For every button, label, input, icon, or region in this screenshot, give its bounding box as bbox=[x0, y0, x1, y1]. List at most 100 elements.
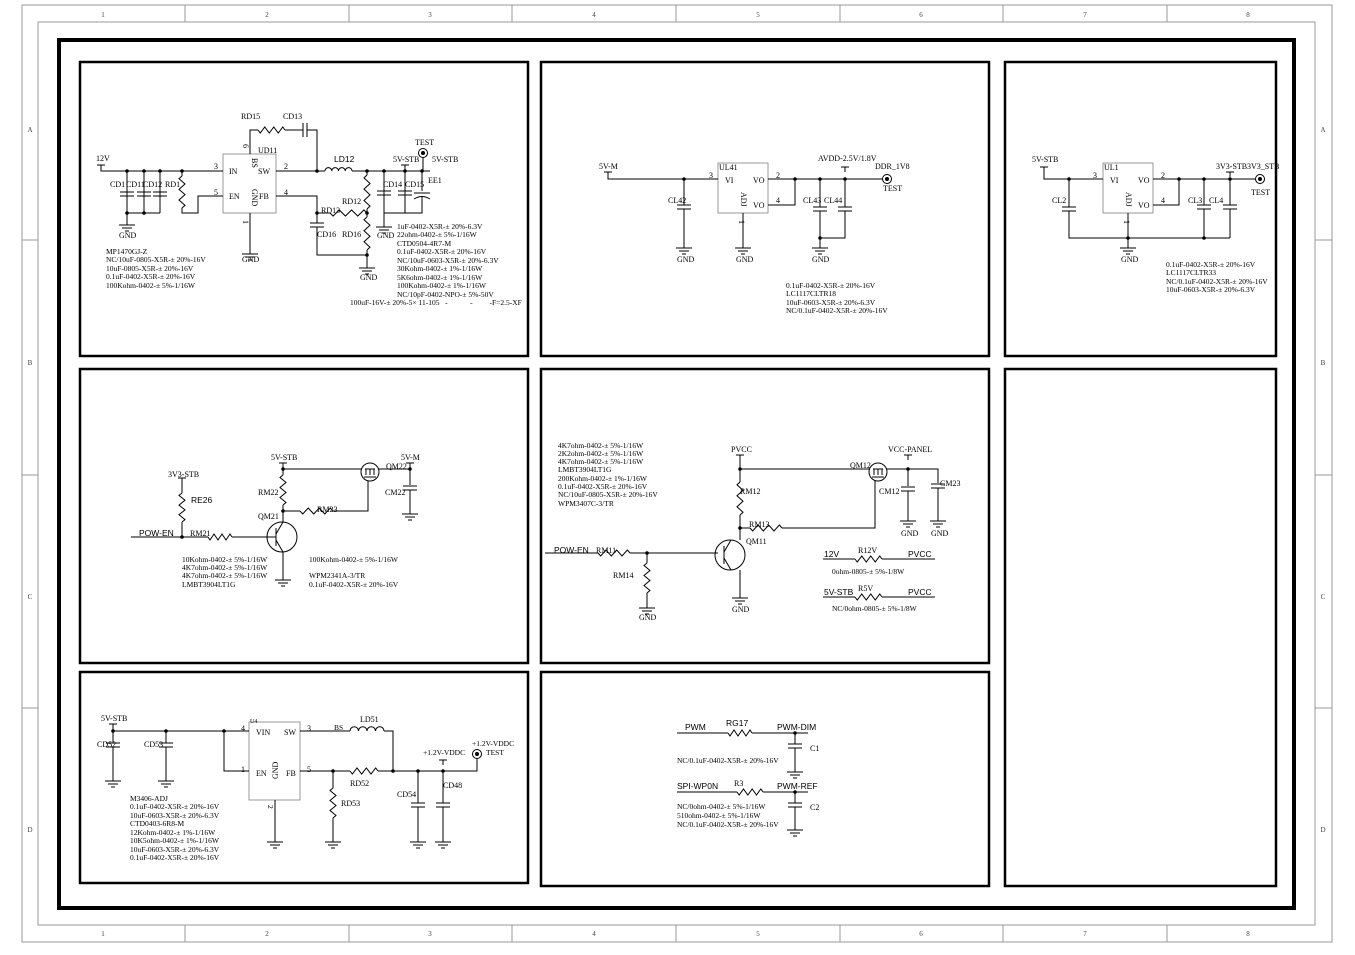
net-label-5v-m: 5V-M bbox=[599, 162, 618, 171]
wire bbox=[100, 165, 223, 172]
pin-vo: VO bbox=[1138, 176, 1150, 185]
ref-rm23: RM23 bbox=[317, 505, 337, 514]
power-port-icon bbox=[406, 462, 414, 468]
net-label-pwm-ref: PWM-REF bbox=[777, 781, 818, 791]
ref-cl44: CL44 bbox=[824, 196, 842, 205]
pin-en: EN bbox=[229, 192, 240, 201]
bom-note: 10Kohm-0402-± 5%-1/16W bbox=[182, 555, 268, 564]
pin-vo: VO bbox=[753, 176, 765, 185]
ref-rd53: RD53 bbox=[341, 799, 360, 808]
bom-note: 0.1uF-0402-X5R-± 20%-16V bbox=[130, 802, 220, 811]
bom-note: NC/10uF-0603-X5R-± 20%-6.3V bbox=[397, 256, 499, 265]
net-label-5v-stb: 5V-STB bbox=[101, 714, 127, 723]
ref-cd11: CD11 bbox=[126, 180, 145, 189]
net-label-avdd: AVDD-2.5V/1.8V bbox=[818, 154, 877, 163]
net-label-5v-stb: 5V-STB bbox=[1032, 155, 1058, 164]
ground-icon bbox=[242, 248, 258, 261]
net-label-pvcc: PVCC bbox=[908, 587, 932, 597]
test-point-label: TEST bbox=[1251, 188, 1270, 197]
panel-buck-5v-stb bbox=[78, 60, 530, 358]
sheet-outer-border bbox=[21, 4, 1333, 943]
ref-cd54: CD54 bbox=[397, 790, 416, 799]
pin-en: EN bbox=[256, 769, 267, 778]
junction-dot bbox=[818, 236, 822, 240]
bom-note: NC/10uF-0805-X5R-± 20%-16V bbox=[558, 490, 658, 499]
capacitor-symbol bbox=[398, 190, 412, 196]
ref-cl2: CL2 bbox=[1052, 196, 1066, 205]
pin-number: 4 bbox=[284, 188, 288, 197]
power-port-icon bbox=[841, 166, 849, 172]
ground-icon bbox=[639, 602, 655, 615]
bom-note: 4K7ohm-0402-± 5%-1/16W bbox=[558, 457, 644, 466]
power-port-icon bbox=[736, 454, 744, 460]
gnd-label: GND bbox=[901, 529, 919, 538]
power-port-icon bbox=[401, 164, 409, 170]
pin-vi: VI bbox=[725, 176, 734, 185]
ground-icon bbox=[158, 775, 174, 788]
net-label-5v-stb: 5V-STB bbox=[393, 155, 419, 164]
row-label: B bbox=[1321, 359, 1326, 367]
ic-ul1 bbox=[1102, 162, 1154, 214]
bom-note: 4K7ohm-0402-± 5%-1/16W bbox=[182, 563, 268, 572]
drawing-border bbox=[57, 38, 1296, 910]
wire bbox=[384, 730, 394, 771]
ref-cm22: CM22 bbox=[385, 488, 405, 497]
net-label-12v: 12V bbox=[96, 154, 110, 163]
bom-note: NC/0.1uF-0402-X5R-± 20%-16V bbox=[786, 306, 888, 315]
resistor-symbol bbox=[854, 593, 883, 601]
pin-vi: VI bbox=[1110, 176, 1119, 185]
ref-ld12: LD12 bbox=[334, 154, 355, 164]
ref-rg17: RG17 bbox=[726, 718, 748, 728]
wires bbox=[100, 129, 1255, 836]
junction-dot bbox=[315, 169, 319, 173]
ground-icon bbox=[930, 515, 946, 528]
pin-bs: BS bbox=[250, 158, 259, 168]
ref-c1: C1 bbox=[810, 744, 819, 753]
pin-vo: VO bbox=[1138, 201, 1150, 210]
column-label: 5 bbox=[756, 11, 760, 19]
npn-transistor-symbol bbox=[723, 539, 732, 571]
net-label-pwm: PWM bbox=[685, 722, 706, 732]
capacitor-symbol bbox=[838, 206, 852, 212]
ground-icon bbox=[267, 836, 283, 849]
row-label: C bbox=[28, 593, 33, 601]
ref-qm21: QM21 bbox=[258, 512, 279, 521]
row-label: C bbox=[1321, 593, 1326, 601]
net-label-5v-stb: 5V-STB bbox=[824, 587, 854, 597]
power-port-icon bbox=[178, 477, 186, 483]
resistor-symbol bbox=[178, 492, 186, 523]
pin-number: 6 bbox=[241, 144, 250, 148]
column-label: 7 bbox=[1083, 930, 1087, 938]
column-label: 4 bbox=[592, 11, 596, 19]
net-label-ddr-1v8: DDR_1V8 bbox=[875, 162, 910, 171]
gnd-label: GND bbox=[812, 255, 830, 264]
ground-icon bbox=[435, 836, 451, 849]
ref-rd15: RD15 bbox=[241, 112, 260, 121]
bom-note: 4K7ohm-0402-± 5%-1/16W bbox=[182, 571, 268, 580]
bom-note: 0ohm-0805-± 5%-1/8W bbox=[832, 567, 905, 576]
ground-icon bbox=[359, 262, 375, 275]
bom-note: 0.1uF-0402-X5R-± 20%-16V bbox=[1166, 260, 1256, 269]
pin-number: 4 bbox=[1161, 196, 1165, 205]
ref-re26: RE26 bbox=[191, 495, 213, 505]
bom-note: NC/10pF-0402-NPO-± 5%-50V bbox=[397, 290, 494, 299]
resistor-symbol bbox=[854, 555, 883, 563]
mosfet-symbol bbox=[360, 462, 380, 482]
ref-cl43: CL43 bbox=[803, 196, 821, 205]
resistor-symbol bbox=[727, 729, 753, 737]
gnd-label: GND bbox=[931, 529, 949, 538]
capacitor-symbol bbox=[677, 204, 691, 210]
ref-cd13: CD13 bbox=[283, 112, 302, 121]
ground-icon bbox=[787, 766, 803, 779]
pin-number: 2 bbox=[284, 162, 288, 171]
bom-note: LMBT3904LT1G bbox=[182, 580, 236, 589]
ground-icon bbox=[402, 508, 418, 521]
bom-note: 30Kohm-0402-± 1%-1/16W bbox=[397, 264, 483, 273]
capacitor-symbol bbox=[1062, 206, 1076, 212]
test-point-icon bbox=[1255, 174, 1265, 184]
mosfet-symbol bbox=[868, 462, 888, 482]
pin-number: 2 bbox=[1161, 171, 1165, 180]
ref-rd52: RD52 bbox=[350, 779, 369, 788]
wire bbox=[1068, 211, 1230, 239]
net-label-3v3-stb: 3V3-STB bbox=[168, 470, 199, 479]
